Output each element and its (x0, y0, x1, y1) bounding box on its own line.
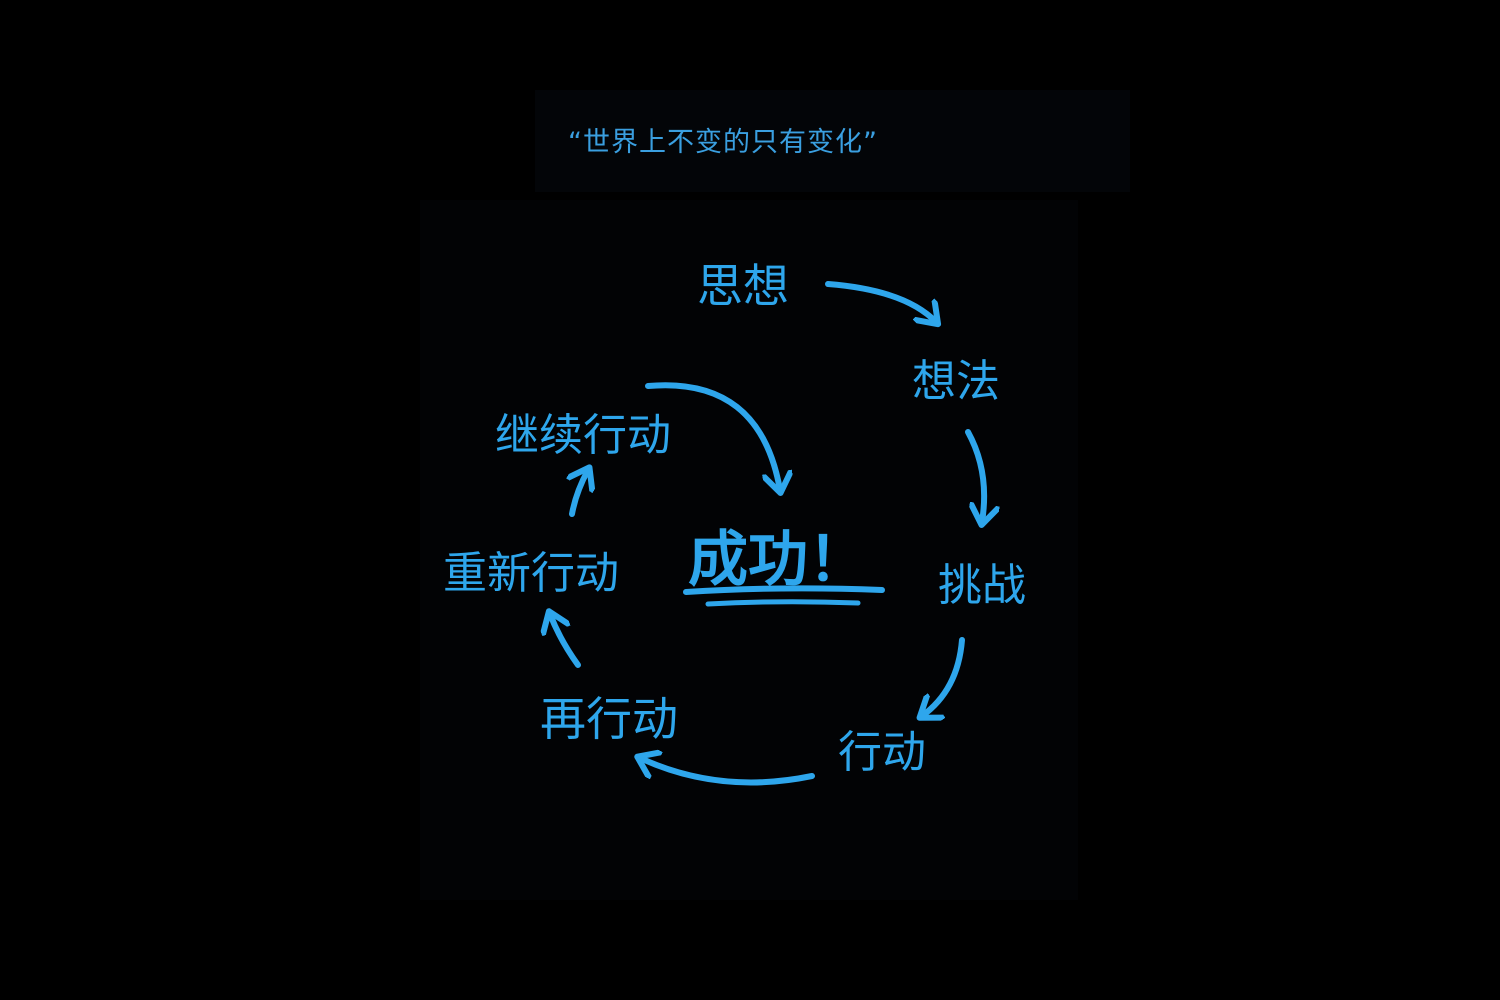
arrow-thought-to-idea (825, 281, 936, 322)
success-underline-2 (705, 599, 861, 607)
success-underline-1 (683, 585, 885, 595)
node-success: 成功！ (688, 525, 868, 595)
arrow-continue-to-success (645, 382, 780, 490)
node-idea: 想法 (912, 356, 1000, 407)
quote-text: “世界上不变的只有变化” (568, 127, 878, 158)
node-continue-action: 继续行动 (495, 410, 671, 461)
node-challenge: 挑战 (938, 560, 1026, 611)
arrow-act-anew-to-continue (572, 470, 588, 517)
node-act-again: 再行动 (540, 692, 678, 746)
arrow-challenge-to-action (922, 637, 965, 716)
quote-box (535, 90, 1130, 192)
arrow-idea-to-challenge (965, 429, 984, 522)
node-action: 行动 (838, 727, 926, 778)
node-thought: 思想 (697, 259, 789, 313)
arrow-act-again-to-act-anew (550, 614, 581, 668)
arrow-action-to-act-again (640, 758, 815, 786)
node-act-anew: 重新行动 (443, 548, 619, 599)
